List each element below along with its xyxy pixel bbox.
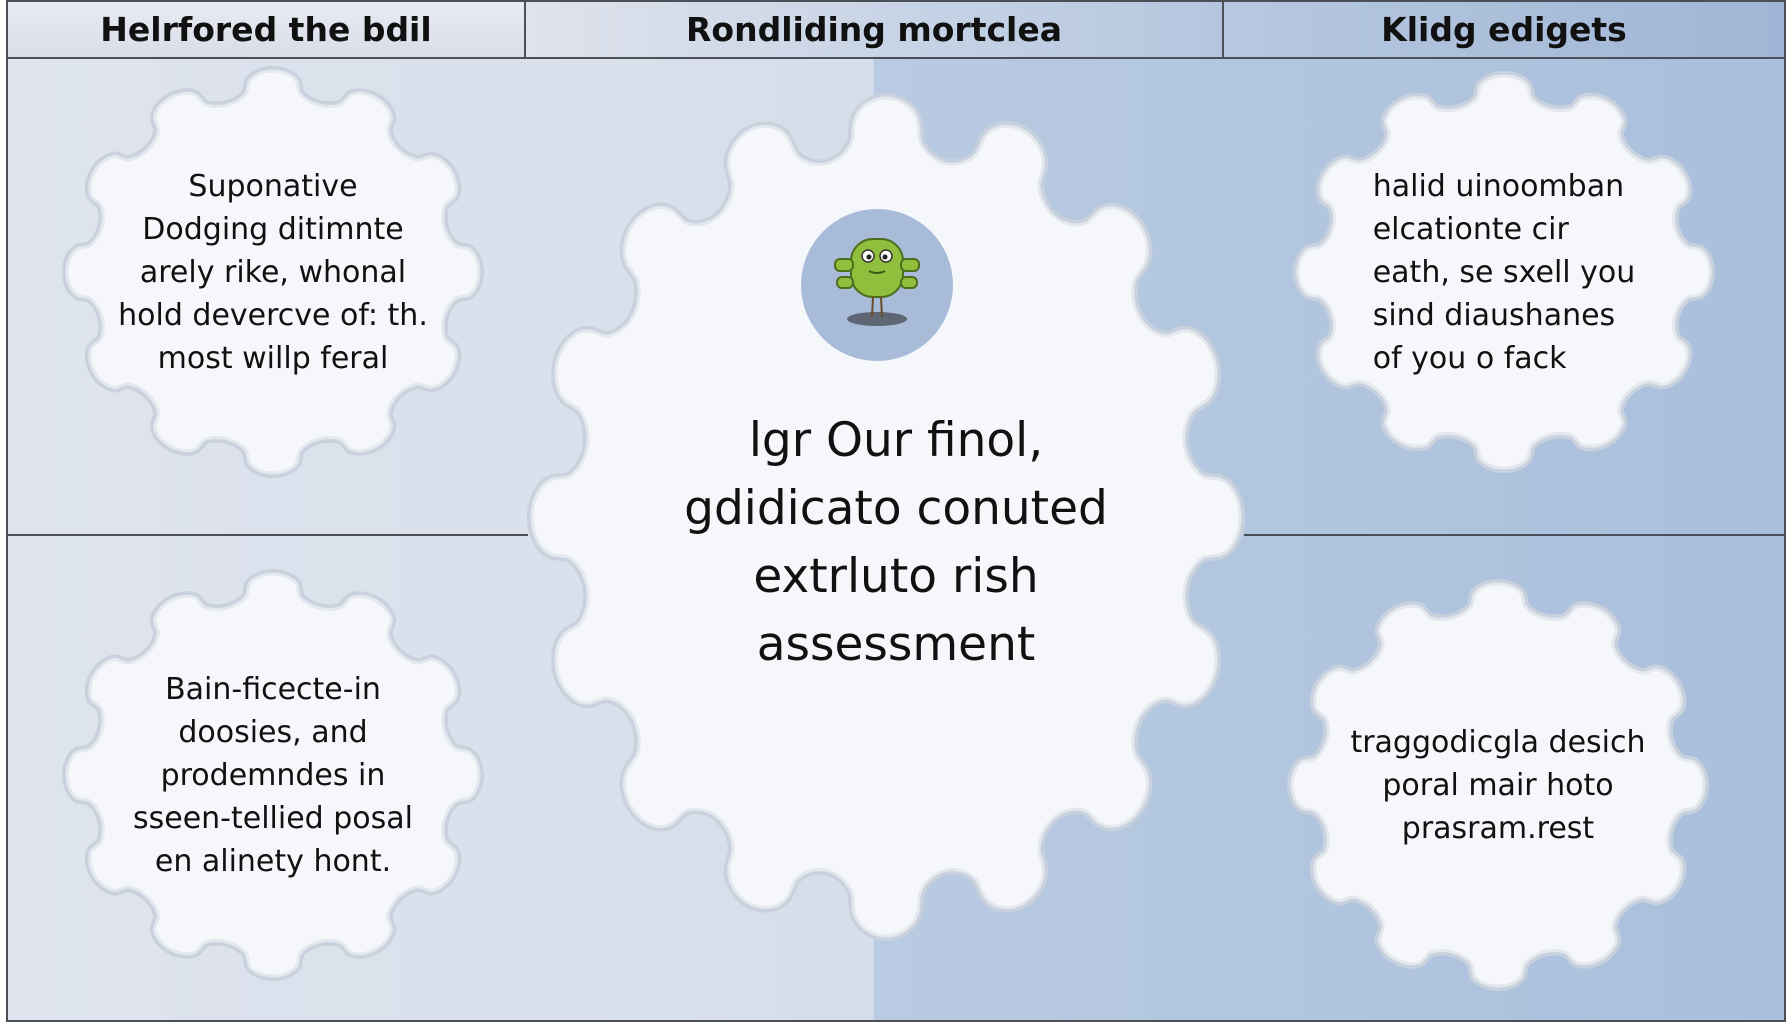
gear-bottom-left: Bain-ficecte-in doosies, and prodemndes … (62, 569, 484, 981)
avatar (801, 209, 953, 361)
gear-shape (62, 569, 484, 981)
gear-center (527, 93, 1245, 941)
header-col-1: Helrfored the bdil (8, 2, 526, 57)
gear-top-left-text: Suponative Dodging ditimnte arely rike, … (118, 168, 428, 376)
gear-shape (1293, 71, 1715, 473)
frog-mascot-icon (834, 238, 920, 326)
center-title: lgr Our finol, gdidicato conuted extrlut… (684, 413, 1108, 672)
gear-bottom-right: traggodicgla desich poral mair hoto pras… (1287, 579, 1709, 991)
gear-shape (527, 93, 1245, 941)
divider-right (1244, 534, 1784, 536)
gear-bottom-right-text: traggodicgla desich poral mair hoto pras… (1350, 724, 1646, 846)
header-col-3: Klidg edigets (1224, 2, 1784, 57)
gear-top-left: Suponative Dodging ditimnte arely rike, … (62, 66, 484, 478)
gear-shape (62, 66, 484, 478)
header-row: Helrfored the bdil Rondliding mortclea K… (8, 2, 1784, 59)
header-col-2: Rondliding mortclea (526, 2, 1224, 57)
diagram-frame: Helrfored the bdil Rondliding mortclea K… (6, 0, 1786, 1022)
divider-left (8, 534, 528, 536)
gear-top-right: halid uinoomban elcationte cir eath, se … (1293, 71, 1715, 473)
gear-top-right-text: halid uinoomban elcationte cir eath, se … (1372, 168, 1636, 376)
gear-shape (1287, 579, 1709, 991)
gear-bottom-left-text: Bain-ficecte-in doosies, and prodemndes … (132, 671, 414, 879)
